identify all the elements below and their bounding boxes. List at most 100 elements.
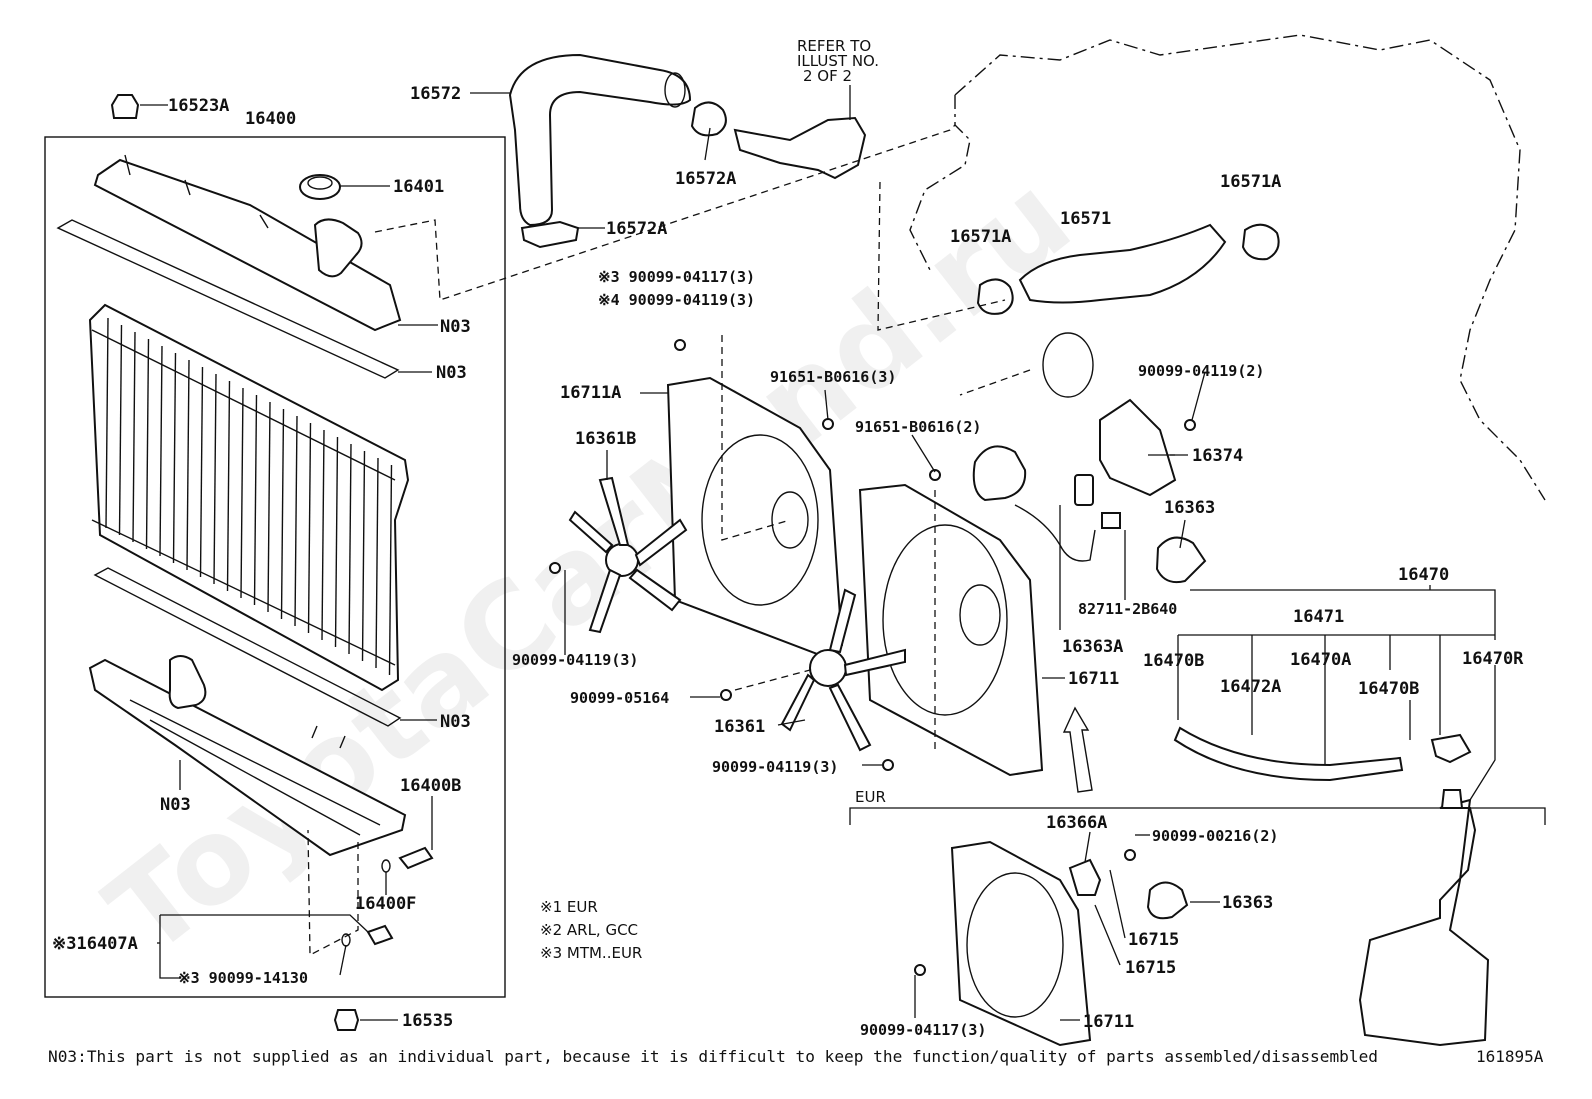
- label-91651-2: 91651-B0616(2): [855, 418, 981, 436]
- label-16363-bottom: 16363: [1222, 893, 1273, 913]
- label-90099-04119-2: 90099-04119(2): [1138, 362, 1264, 380]
- radiator-fin: [159, 345, 163, 557]
- label-16523A: 16523A: [168, 96, 229, 116]
- radiator-hose-16572: [508, 53, 692, 227]
- label-82711: 82711-2B640: [1078, 600, 1177, 618]
- airflow-arrow: [1062, 706, 1093, 793]
- radiator-fin: [375, 457, 379, 669]
- label-16571: 16571: [1060, 209, 1111, 229]
- diagram-code: 161895A: [1476, 1047, 1544, 1066]
- label-16470R: 16470R: [1462, 649, 1524, 669]
- note-3: ※3 MTM..EUR: [540, 944, 642, 962]
- fan-motor: [972, 445, 1096, 562]
- label-90099-14130: ※3 90099-14130: [178, 969, 308, 987]
- label-16407A: ※316407A: [52, 934, 138, 954]
- note-1: ※1 EUR: [540, 898, 598, 916]
- label-16711-mid: 16711: [1068, 669, 1119, 689]
- connector-82711: [1101, 512, 1121, 529]
- upper-gasket: [56, 219, 400, 379]
- grommet-16523A: [110, 94, 140, 119]
- radiator-fin: [388, 464, 393, 676]
- label-16470: 16470: [1398, 565, 1449, 585]
- radiator-fin: [199, 366, 204, 578]
- label-90099-04119-3-c: 90099-04119(3): [712, 758, 838, 776]
- label-16366A: 16366A: [1046, 813, 1107, 833]
- radiator-assembly-frame: [44, 136, 506, 998]
- label-16400F: 16400F: [355, 894, 416, 914]
- radiator-fin: [267, 401, 271, 613]
- resistor-16366A: [1068, 858, 1102, 896]
- label-16400B: 16400B: [400, 776, 461, 796]
- label-16711A: 16711A: [560, 383, 621, 403]
- label-90099-04117-3-a: ※3 90099-04117(3): [598, 268, 755, 286]
- radiator-cap-16401: [299, 174, 341, 200]
- radiator-fin: [186, 359, 190, 571]
- radiator-fin: [105, 317, 109, 529]
- reservoir-cap-16470R: [1430, 733, 1472, 764]
- o-ring-16400F: [381, 859, 391, 873]
- radiator-fin: [253, 394, 258, 606]
- radiator-fin: [145, 338, 150, 550]
- fan-blade-16361B: [568, 476, 688, 634]
- radiator-fin: [172, 352, 177, 564]
- label-16571A-left: 16571A: [950, 227, 1011, 247]
- fan-shroud-16711-eur: [950, 840, 1092, 1047]
- radiator-fin: [334, 436, 339, 648]
- radiator-fin: [240, 387, 244, 599]
- radiator-fin: [132, 331, 136, 543]
- radiator-lower-tank: [88, 655, 407, 857]
- label-16572A-bottom: 16572A: [606, 219, 667, 239]
- radiator-fin: [361, 450, 366, 662]
- radiator-fin: [348, 443, 352, 655]
- label-refer-3: 2 OF 2: [803, 67, 852, 85]
- resistor-16363-bottom: [1146, 881, 1189, 920]
- label-n03-1: N03: [440, 317, 471, 337]
- leader-lines: [140, 85, 1546, 1021]
- label-16572A-top: 16572A: [675, 169, 736, 189]
- bracket-16374: [1099, 398, 1177, 497]
- label-16572: 16572: [410, 84, 461, 104]
- radiator-core: [88, 303, 410, 692]
- label-16363A: 16363A: [1062, 637, 1123, 657]
- label-n03-2: N03: [436, 363, 467, 383]
- water-outlet-pipe: [733, 116, 867, 180]
- lower-gasket: [93, 567, 402, 727]
- label-90099-04119-3-a: ※4 90099-04119(3): [598, 291, 755, 309]
- note-2: ※2 ARL, GCC: [540, 921, 638, 939]
- label-16571A-right: 16571A: [1220, 172, 1281, 192]
- hose-clamp-16572A-bottom: [520, 220, 580, 249]
- label-eur: EUR: [855, 788, 886, 806]
- label-16535: 16535: [402, 1011, 453, 1031]
- label-16472A: 16472A: [1220, 677, 1281, 697]
- label-refer-2: ILLUST NO.: [797, 52, 879, 70]
- label-16361: 16361: [714, 717, 765, 737]
- drain-cock-16407A: [366, 924, 394, 946]
- region-notes: ※1 EUR ※2 ARL, GCC ※3 MTM..EUR: [540, 898, 642, 962]
- drain-plug-16400B: [398, 846, 434, 870]
- label-16715-b: 16715: [1125, 958, 1176, 978]
- radiator-fin: [213, 373, 217, 585]
- radiator-upper-tank: [93, 154, 402, 332]
- label-90099-05164: 90099-05164: [570, 689, 669, 707]
- radiator-fin: [307, 422, 312, 634]
- radiator-fin: [226, 380, 231, 592]
- fan-shroud-16711A: [666, 376, 844, 657]
- label-16470B-left: 16470B: [1143, 651, 1204, 671]
- label-90099-04119-3-b: 90099-04119(3): [512, 651, 638, 669]
- fan-blade-16361: [780, 588, 906, 752]
- radiator-fin: [294, 415, 298, 627]
- label-90099-04117-3-b: 90099-04117(3): [860, 1021, 986, 1039]
- label-16470A: 16470A: [1290, 650, 1351, 670]
- fan-shroud-16711: [858, 483, 1044, 777]
- hose-clamp-16571A-left: [976, 278, 1014, 315]
- label-90099-00216: 90099-00216(2): [1152, 827, 1278, 845]
- label-16715-a: 16715: [1128, 930, 1179, 950]
- radiator-hose-16571: [1018, 223, 1227, 304]
- label-16401: 16401: [393, 177, 444, 197]
- hose-clamp-16571A-right: [1241, 223, 1280, 261]
- label-16400: 16400: [245, 109, 296, 129]
- label-16374: 16374: [1192, 446, 1243, 466]
- resistor-16363-top: [1155, 536, 1207, 584]
- label-16711-bottom: 16711: [1083, 1012, 1134, 1032]
